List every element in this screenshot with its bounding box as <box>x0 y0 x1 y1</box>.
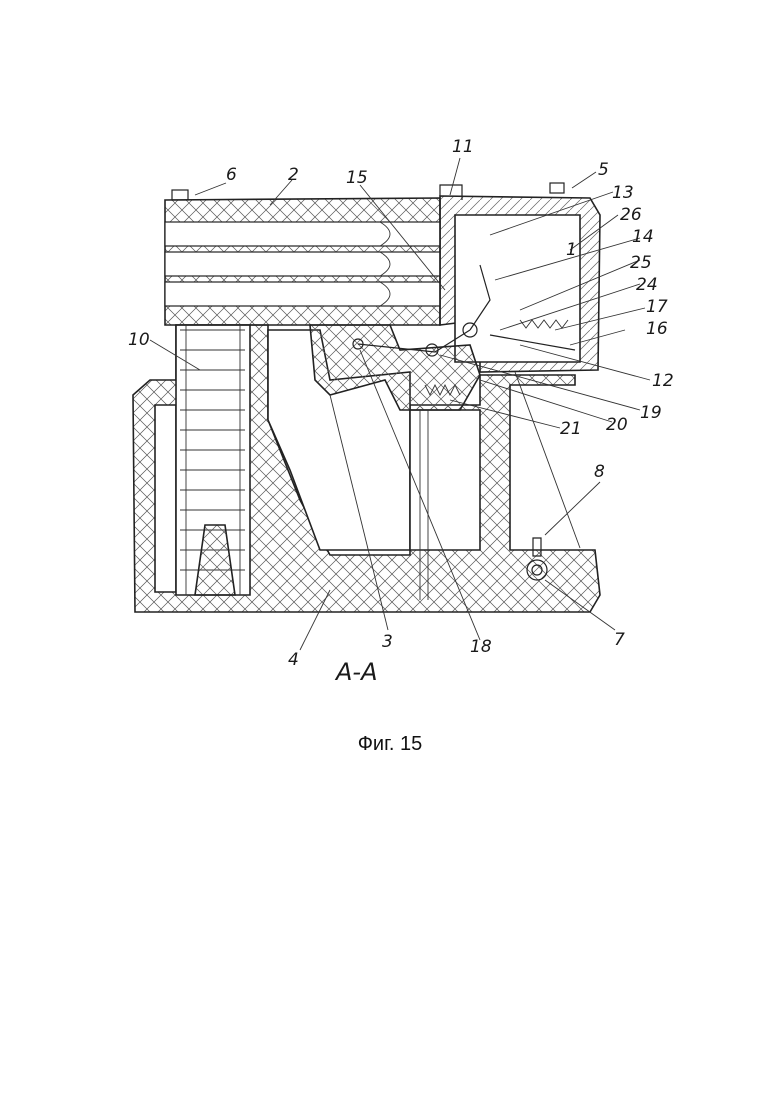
label-5: 5 <box>598 160 609 180</box>
label-19: 19 <box>640 403 662 423</box>
label-24: 24 <box>636 275 658 295</box>
figure-caption: Фиг. 15 <box>0 733 780 756</box>
label-20: 20 <box>606 415 628 435</box>
sight-5 <box>550 183 564 193</box>
section-label: A-A <box>334 658 378 686</box>
label-13: 13 <box>612 183 634 203</box>
label-1: 1 <box>566 240 577 260</box>
label-26: 26 <box>620 205 642 225</box>
label-18: 18 <box>470 637 492 657</box>
label-10: 10 <box>128 330 150 350</box>
label-2: 2 <box>288 165 299 185</box>
label-15: 15 <box>346 168 368 188</box>
label-25: 25 <box>630 253 652 273</box>
barrels <box>165 222 440 306</box>
label-21: 21 <box>560 419 582 439</box>
grip-cavity-left <box>155 405 176 592</box>
label-7: 7 <box>614 630 625 650</box>
sight-6 <box>172 190 188 200</box>
label-6: 6 <box>226 165 237 185</box>
label-14: 14 <box>632 227 654 247</box>
label-17: 17 <box>646 297 668 317</box>
label-8: 8 <box>594 462 605 482</box>
label-11: 11 <box>452 137 474 157</box>
label-4: 4 <box>288 650 299 670</box>
label-3: 3 <box>382 632 393 652</box>
grip-front-channel <box>410 410 480 550</box>
label-12: 12 <box>652 371 674 391</box>
label-16: 16 <box>646 319 668 339</box>
